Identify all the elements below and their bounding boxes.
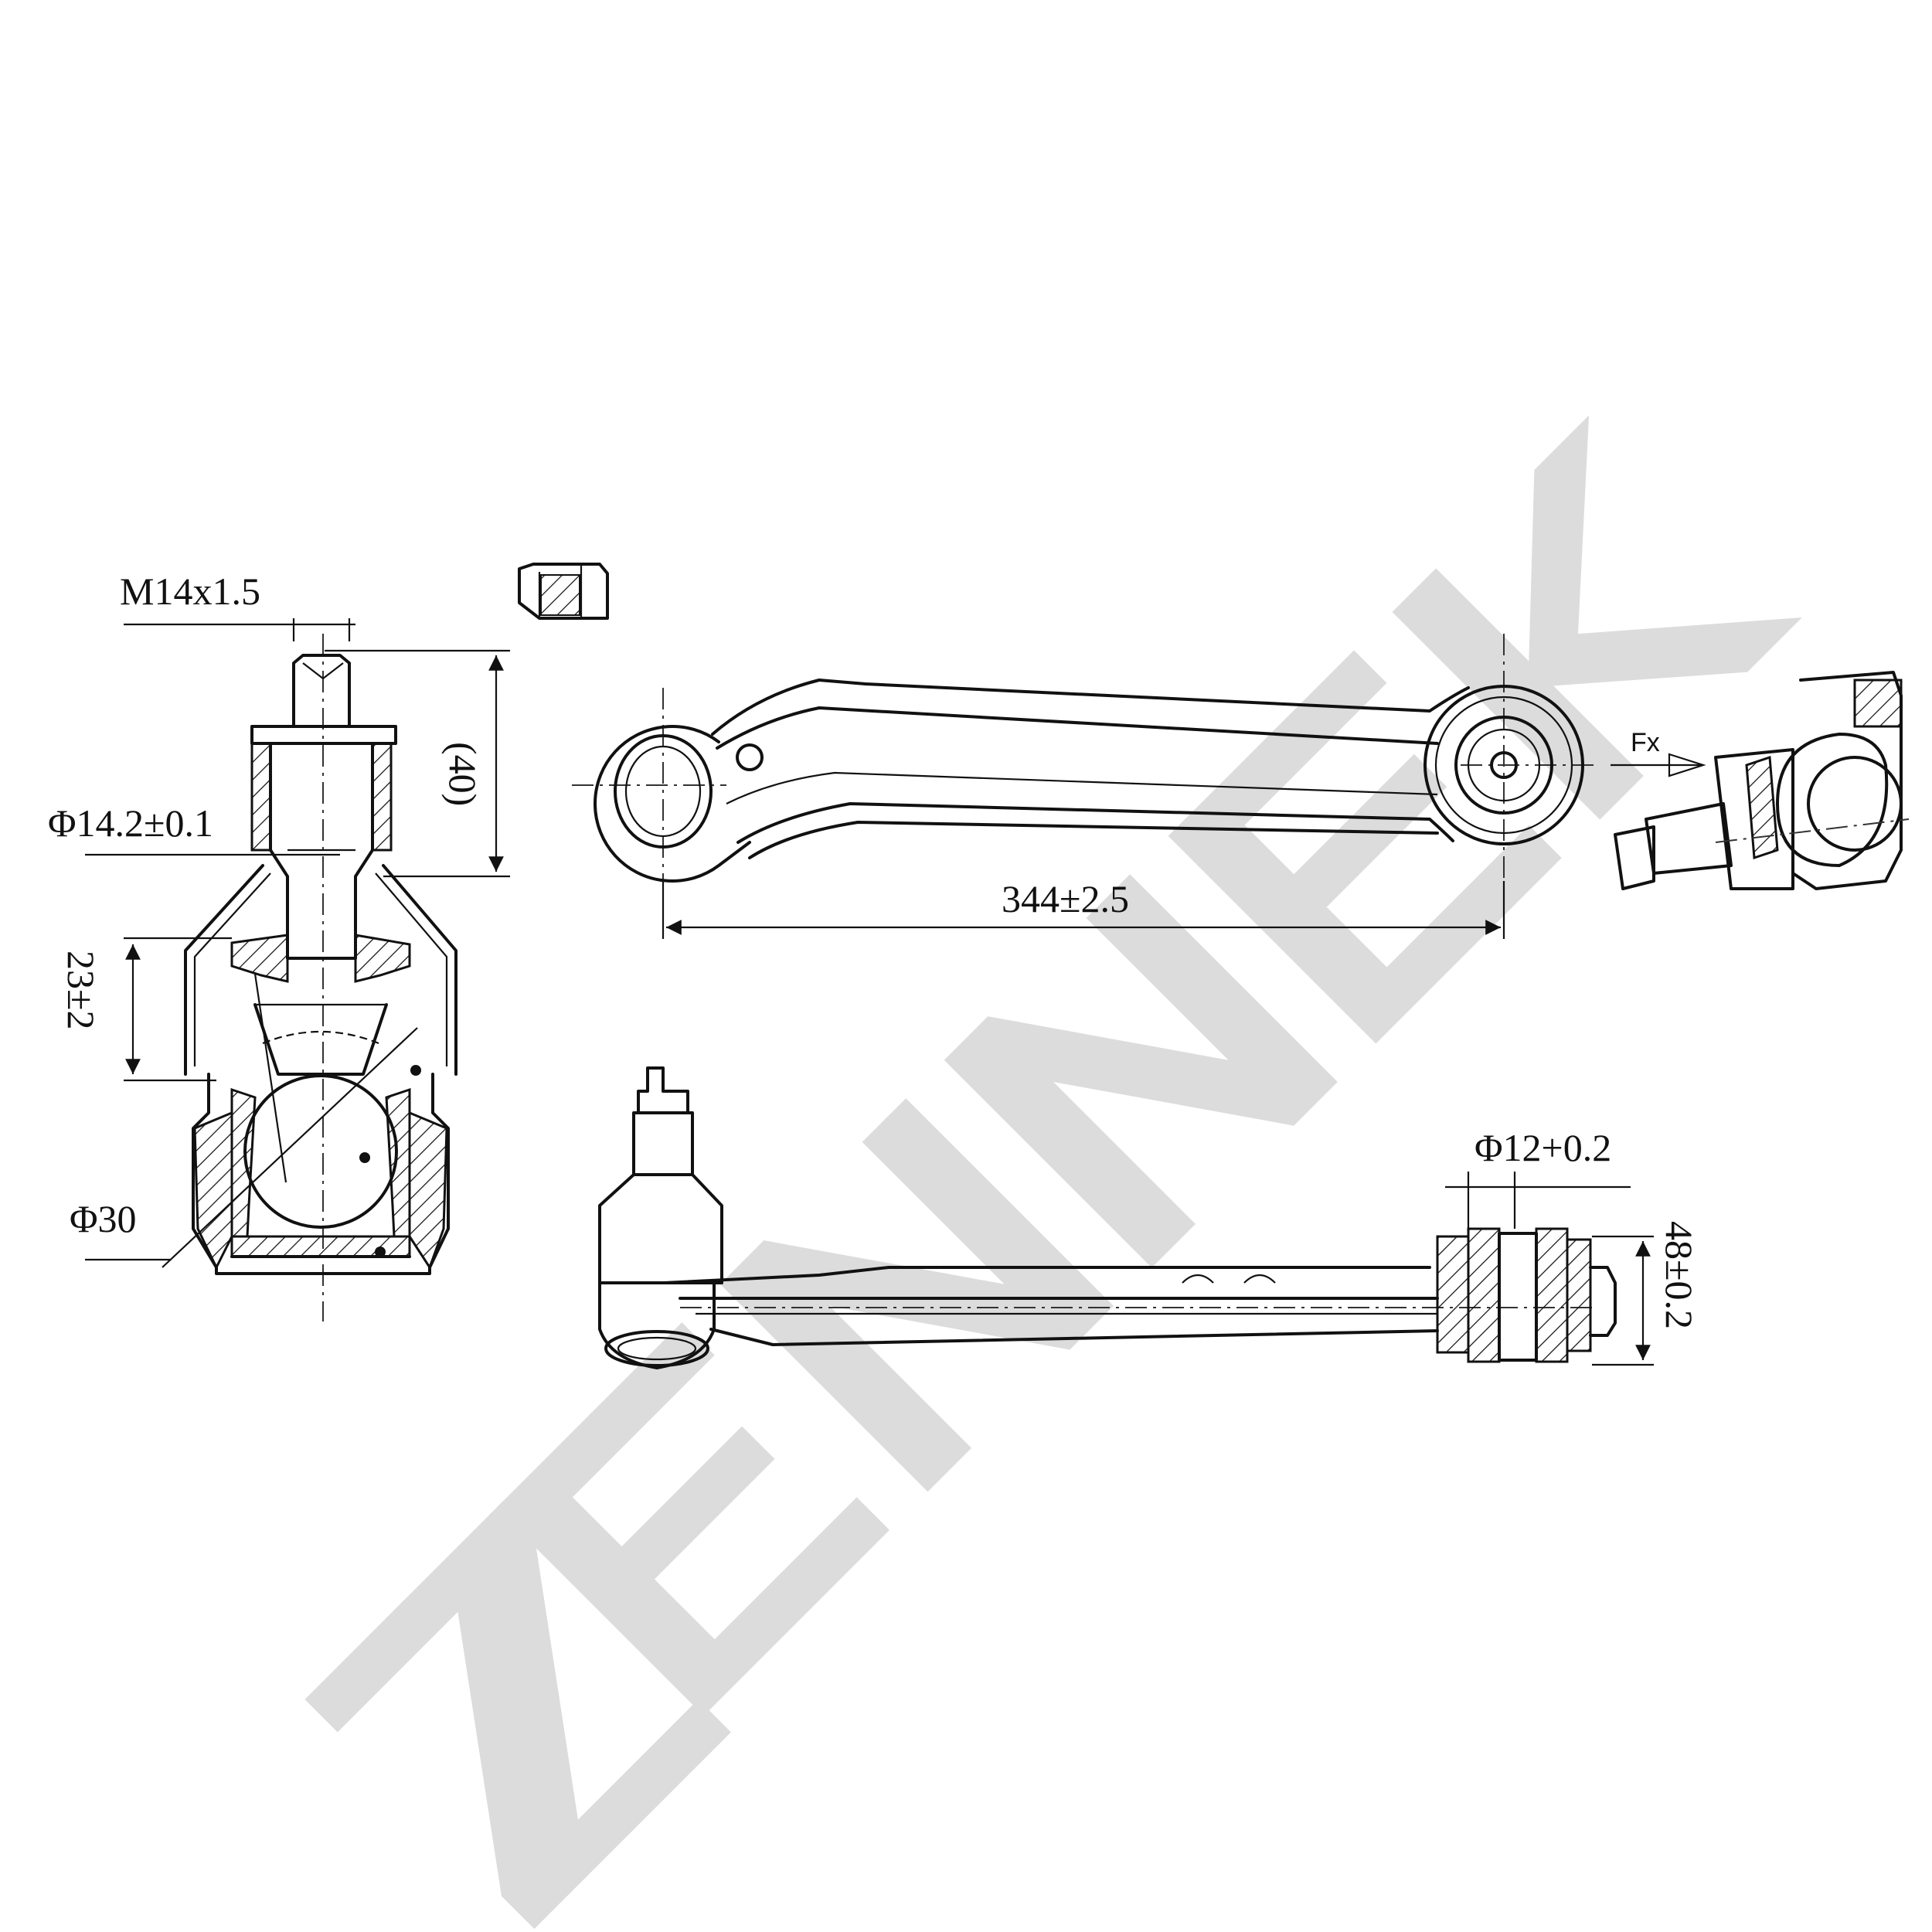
bush-bore-label: Φ12+0.2 (1475, 1126, 1611, 1169)
arrow-icon (1611, 753, 1706, 777)
watermark-letter-n1 (719, 1098, 1114, 1492)
bush-width-label: 48±0.2 (1658, 1221, 1701, 1329)
watermark-letter-e2 (1168, 650, 1562, 1044)
ball-joint-dimensions (85, 618, 510, 1261)
force-label: Fx (1631, 728, 1660, 757)
watermark (304, 415, 1802, 1930)
ball-joint-detail (1614, 671, 1910, 890)
control-arm-top-view (572, 634, 1600, 939)
height-ref-label: (40) (441, 742, 485, 806)
ball-joint-section (162, 634, 457, 1321)
length-label: 344±2.5 (1002, 877, 1129, 920)
control-arm-side-view (598, 1066, 1654, 1369)
nut-icon (518, 563, 609, 620)
ball-diameter-label: Φ30 (70, 1197, 137, 1240)
boot-height-label: 23±2 (60, 951, 103, 1029)
pin-diameter-label: Φ14.2±0.1 (48, 801, 213, 845)
watermark-letter-k (1392, 415, 1802, 820)
watermark-letter-n2 (944, 874, 1338, 1268)
thread-label: M14x1.5 (120, 570, 260, 613)
watermark-letter-z (304, 1502, 731, 1930)
watermark-letter-e (495, 1322, 890, 1716)
